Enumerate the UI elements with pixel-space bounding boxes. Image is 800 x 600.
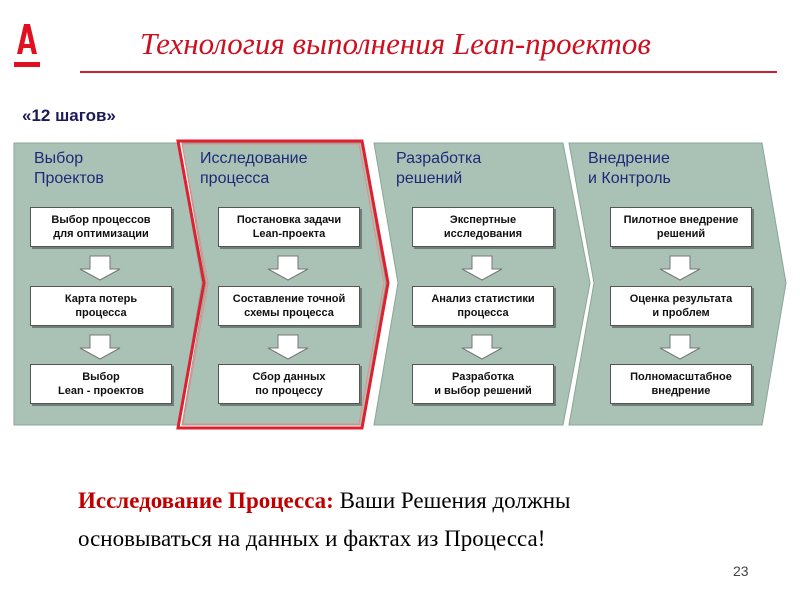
title-divider: [80, 71, 777, 73]
step-text-line1: Экспертные: [449, 214, 517, 226]
step-text-line2: решений: [656, 228, 706, 240]
step-box: Выбор процессов для оптимизации: [30, 207, 172, 247]
stage-title-line1: Исследование: [200, 150, 308, 167]
step-text-line2: и выбор решений: [434, 385, 532, 397]
step-text-line2: для оптимизации: [53, 228, 149, 240]
stage-title-line2: Проектов: [34, 170, 104, 187]
stage-title-line2: решений: [396, 170, 463, 187]
stage-title-line2: и Контроль: [588, 170, 671, 187]
step-text-line2: внедрение: [651, 385, 711, 397]
step-text-line2: процесса: [457, 307, 509, 319]
down-arrow-icon: [79, 334, 121, 360]
conclusion-line2: основываться на данных и фактах из Проце…: [78, 526, 546, 551]
stage-title-line1: Выбор: [34, 150, 84, 167]
step-box: Пилотное внедрение решений: [610, 207, 752, 247]
stage-title: Разработка решений: [396, 149, 481, 189]
step-text-line1: Постановка задачи: [236, 214, 342, 226]
down-arrow-icon: [659, 255, 701, 281]
down-arrow-icon: [659, 334, 701, 360]
step-text-line1: Выбор: [82, 371, 120, 383]
step-text-line1: Выбор процессов: [51, 214, 151, 226]
step-box: Оценка результата и проблем: [610, 286, 752, 326]
down-arrow-icon: [461, 255, 503, 281]
step-text-line2: процесса: [75, 307, 127, 319]
step-text-line2: Lean - проектов: [58, 385, 144, 397]
down-arrow-icon: [79, 255, 121, 281]
stage-title-line1: Внедрение: [588, 150, 670, 167]
step-box: Сбор данных по процессу: [218, 364, 360, 404]
alfa-logo: [14, 24, 40, 67]
step-text-line2: схемы процесса: [244, 307, 334, 319]
step-box: Разработка и выбор решений: [412, 364, 554, 404]
down-arrow-icon: [267, 334, 309, 360]
step-box: Анализ статистики процесса: [412, 286, 554, 326]
slide-title: Технология выполнения Lean-проектов: [140, 26, 651, 61]
down-arrow-icon: [461, 334, 503, 360]
step-text-line1: Оценка результата: [629, 293, 733, 305]
step-text-line1: Пилотное внедрение: [623, 214, 739, 226]
stage-title: Исследование процесса: [200, 149, 308, 189]
conclusion-text: Исследование Процесса: Ваши Решения долж…: [78, 482, 571, 558]
down-arrow-icon: [267, 255, 309, 281]
step-text-line1: Анализ статистики: [431, 293, 535, 305]
step-text-line1: Составление точной: [232, 293, 346, 305]
step-text-line2: исследования: [443, 228, 523, 240]
page-number: 23: [733, 563, 749, 579]
step-box: Экспертные исследования: [412, 207, 554, 247]
step-text-line2: и проблем: [652, 307, 710, 319]
stage-title-line2: процесса: [200, 170, 270, 187]
conclusion-line1: Ваши Решения должны: [333, 488, 571, 513]
step-box: Карта потерь процесса: [30, 286, 172, 326]
highlight-outline: [176, 139, 390, 430]
step-text-line1: Полномасштабное: [630, 371, 732, 383]
stage-title: Внедрение и Контроль: [588, 149, 671, 189]
step-text-line2: Lean-проекта: [252, 228, 326, 240]
step-text-line1: Разработка: [452, 371, 514, 383]
stage-title-line1: Разработка: [396, 150, 482, 167]
step-text-line1: Сбор данных: [252, 371, 326, 383]
step-text-line1: Карта потерь: [64, 293, 138, 305]
conclusion-bold: Исследование Процесса:: [78, 488, 334, 513]
step-box: Полномасштабное внедрение: [610, 364, 752, 404]
step-box: Составление точной схемы процесса: [218, 286, 360, 326]
subtitle: «12 шагов»: [22, 106, 116, 125]
step-text-line2: по процессу: [255, 385, 323, 397]
